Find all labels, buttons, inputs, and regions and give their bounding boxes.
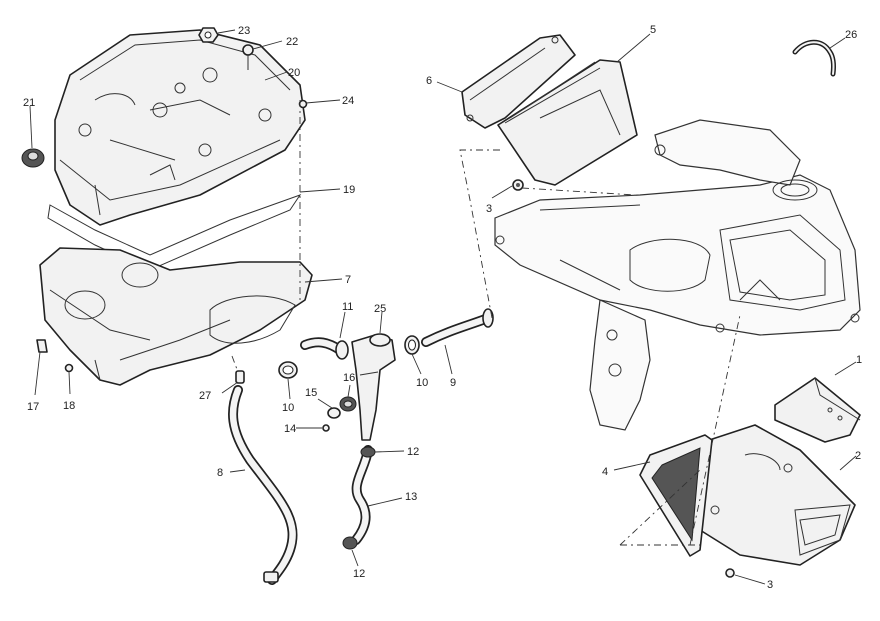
frame-structure <box>494 119 861 431</box>
callout-25: 25 <box>374 303 386 315</box>
clip-12a <box>360 446 376 458</box>
airbox-base <box>39 247 313 386</box>
callout-3-upper: 3 <box>486 203 492 215</box>
callout-9: 9 <box>450 377 456 389</box>
hose-13 <box>351 445 373 545</box>
callout-21: 21 <box>23 97 35 109</box>
hose-11 <box>300 337 349 360</box>
callout-2: 2 <box>855 450 861 462</box>
valve-25 <box>351 333 396 441</box>
screw-3a <box>512 179 524 191</box>
filter-element-4 <box>639 434 713 557</box>
washer-15 <box>327 407 341 419</box>
callout-6: 6 <box>426 75 432 87</box>
clamp-10b <box>404 335 420 355</box>
callout-16: 16 <box>343 372 355 384</box>
callout-19: 19 <box>343 184 355 196</box>
airbox-lid <box>54 29 306 226</box>
fitting-27 <box>235 370 245 384</box>
clip-26 <box>792 39 837 77</box>
callout-8: 8 <box>217 467 223 479</box>
callout-7: 7 <box>345 274 351 286</box>
callout-11: 11 <box>342 301 353 313</box>
screw-14 <box>322 424 330 432</box>
callout-15: 15 <box>305 387 317 399</box>
callout-24: 24 <box>342 95 354 107</box>
lid-gasket <box>47 194 302 271</box>
callout-22: 22 <box>286 36 298 48</box>
screw-24 <box>298 99 308 109</box>
callout-3-lower: 3 <box>767 579 773 591</box>
air-filter-5 <box>497 59 638 186</box>
nut-23 <box>198 27 219 43</box>
callout-5: 5 <box>650 24 656 36</box>
callout-12-lower: 12 <box>353 568 365 580</box>
breather-hose-8 <box>228 385 298 585</box>
callout-14: 14 <box>284 423 296 435</box>
callout-10-left: 10 <box>282 402 294 414</box>
oring-16 <box>339 396 357 412</box>
callout-20: 20 <box>288 67 300 79</box>
callout-27: 27 <box>199 390 211 402</box>
callout-4: 4 <box>602 466 608 478</box>
callout-17: 17 <box>27 401 39 413</box>
clip-17 <box>36 339 48 353</box>
callout-18: 18 <box>63 400 75 412</box>
cover-6 <box>461 34 576 129</box>
bracket-1 <box>774 377 861 443</box>
duct-2 <box>679 424 856 566</box>
leader-lines <box>29 29 857 585</box>
hose-9 <box>421 308 494 347</box>
callout-1: 1 <box>856 354 862 366</box>
callout-26: 26 <box>845 29 857 41</box>
clamp-10a <box>278 361 298 379</box>
screw-22 <box>242 44 254 70</box>
grommet-21 <box>21 148 45 168</box>
assembly-lines <box>231 100 741 546</box>
screw-18 <box>64 363 74 373</box>
callout-12-upper: 12 <box>407 446 419 458</box>
clip-12b <box>342 536 358 550</box>
screw-3b <box>725 568 735 578</box>
callout-23: 23 <box>238 25 250 37</box>
callout-13: 13 <box>405 491 417 503</box>
callout-labels: 23 22 20 21 24 19 7 17 18 27 8 11 25 16 … <box>23 24 862 591</box>
callout-10-right: 10 <box>416 377 428 389</box>
